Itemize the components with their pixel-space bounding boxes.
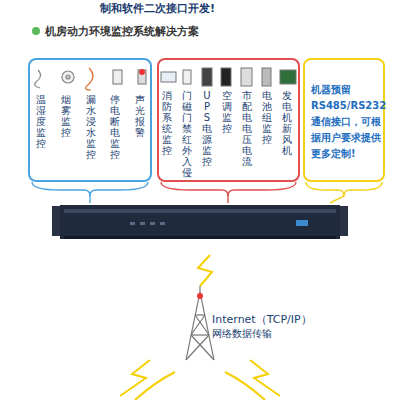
network-label: Internet（TCP/IP） (212, 312, 312, 327)
group-panel: 温湿度监控 烟雾监控 漏水浸水监控 停电断电监控 声光报警 (28, 58, 152, 182)
sensor-label: 门磁门禁红外入侵 (182, 90, 192, 178)
sensor-label: 发电机新风机 (282, 90, 292, 156)
sensor-label: 空调监控 (222, 90, 232, 134)
sensor-label: 电池组监控 (262, 90, 272, 145)
network-label: 网络数据传输 (212, 327, 272, 341)
sensor-label: 漏水浸水监控 (86, 94, 96, 160)
sensor-label: 声光报警 (135, 94, 145, 138)
group-panel: 消防系统监控门磁门禁红外入侵 UPS电源监控空调监控市配电电压电流电池组监控发电机… (157, 58, 300, 182)
sensor-label: 烟雾监控 (61, 94, 71, 138)
sensor-label: 温湿度监控 (36, 94, 46, 149)
note-text: 机器预留RS485/RS232通信接口，可根据用户要求提供更多定制! (311, 82, 381, 162)
title: 机房动力环境监控系统解决方案 (45, 24, 199, 39)
sensor-label: 市配电电压电流 (242, 90, 252, 167)
group-panel: 机器预留RS485/RS232通信接口，可根据用户要求提供更多定制! (303, 58, 385, 182)
banner-text: 制和软件二次接口开发! (100, 1, 215, 16)
sensor-label: UPS电源监控 (202, 90, 212, 167)
sensor-label: 停电断电监控 (110, 94, 120, 160)
sensor-label: 消防系统监控 (162, 90, 172, 156)
